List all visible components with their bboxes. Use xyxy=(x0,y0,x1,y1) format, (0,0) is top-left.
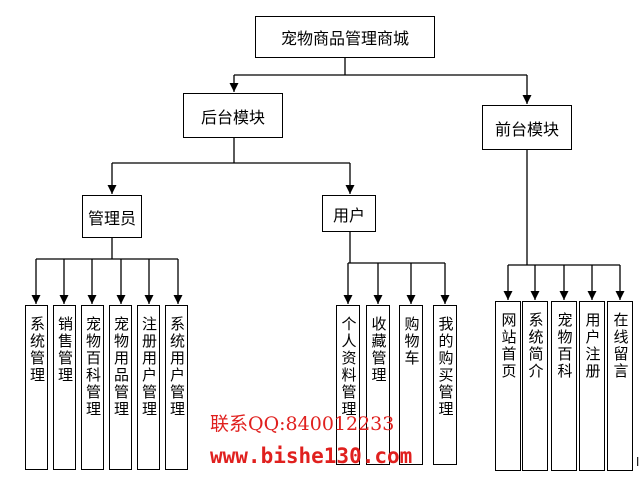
edge-mark: ا xyxy=(636,455,640,469)
leaf-label: 在线留言 xyxy=(611,312,630,380)
leaf-label: 系统简介 xyxy=(526,312,545,380)
leaf-label: 系统管理 xyxy=(28,316,46,384)
frontend-module-node: 前台模块 xyxy=(482,105,572,150)
admin-leaf-sales-management: 销售管理 xyxy=(53,305,76,470)
user-leaf-favorites-management: 收藏管理 xyxy=(366,305,390,465)
frontend-module-label: 前台模块 xyxy=(494,119,559,139)
leaf-label: 宠物百科管理 xyxy=(84,316,102,418)
root-node: 宠物商品管理商城 xyxy=(255,16,435,58)
leaf-label: 用户注册 xyxy=(583,312,602,380)
root-node-label: 宠物商品管理商城 xyxy=(280,29,409,48)
leaf-label: 购物车 xyxy=(402,316,421,367)
admin-leaf-system-management: 系统管理 xyxy=(25,305,48,470)
leaf-label: 销售管理 xyxy=(56,316,74,384)
user-leaf-my-purchases-management: 我的购买管理 xyxy=(433,305,457,465)
admin-leaf-pet-encyclopedia-management: 宠物百科管理 xyxy=(81,305,104,470)
user-node: 用户 xyxy=(322,195,376,232)
leaf-label: 宠物用品管理 xyxy=(112,316,130,418)
admin-leaf-pet-supplies-management: 宠物用品管理 xyxy=(109,305,132,470)
frontend-leaf-user-registration: 用户注册 xyxy=(579,301,605,471)
leaf-label: 系统用户管理 xyxy=(168,316,186,418)
leaf-label: 个人资料管理 xyxy=(339,316,358,418)
admin-node-label: 管理员 xyxy=(87,208,136,228)
frontend-leaf-online-message: 在线留言 xyxy=(607,301,633,471)
user-leaf-shopping-cart: 购物车 xyxy=(399,305,423,465)
leaf-label: 注册用户管理 xyxy=(140,316,158,418)
admin-leaf-registered-user-management: 注册用户管理 xyxy=(137,305,160,470)
admin-leaf-system-user-management: 系统用户管理 xyxy=(165,305,188,470)
backend-module-label: 后台模块 xyxy=(200,107,265,127)
user-node-label: 用户 xyxy=(332,205,365,225)
frontend-leaf-pet-encyclopedia: 宠物百科 xyxy=(551,301,577,471)
admin-node: 管理员 xyxy=(82,195,142,238)
backend-module-node: 后台模块 xyxy=(183,93,283,138)
watermark-contact: 联系QQ:840012233 xyxy=(210,413,395,435)
leaf-label: 我的购买管理 xyxy=(436,316,455,418)
frontend-leaf-homepage: 网站首页 xyxy=(495,301,521,471)
leaf-label: 网站首页 xyxy=(499,312,518,380)
leaf-label: 收藏管理 xyxy=(369,316,388,384)
leaf-label: 宠物百科 xyxy=(555,312,574,380)
user-leaf-profile-management: 个人资料管理 xyxy=(336,305,360,465)
watermark-website: www.bishe130.com xyxy=(210,444,413,468)
frontend-leaf-system-intro: 系统简介 xyxy=(522,301,548,471)
